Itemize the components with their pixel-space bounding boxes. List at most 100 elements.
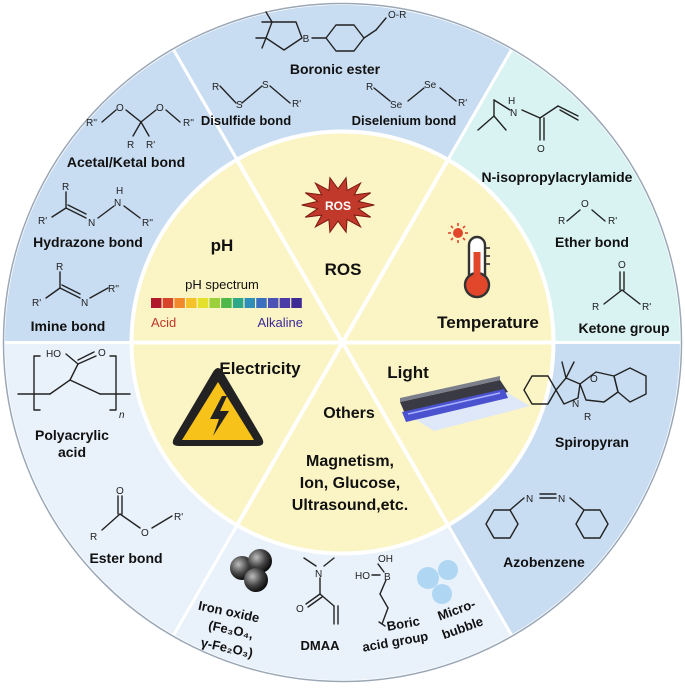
thermometer-icon [448, 223, 491, 299]
polyacrylic-n: n [119, 410, 125, 421]
selenium-atom-2: Se [424, 80, 437, 91]
electricity-section: Electricity [172, 359, 301, 446]
light-section: Light [387, 363, 530, 431]
ph-swatch-1 [151, 298, 162, 308]
azobenzene-label: Azobenzene [503, 554, 585, 570]
others-section: Others Magnetism, Ion, Glucose, Ultrasou… [292, 405, 408, 514]
hydrazone-bond: R H R' N N R'' Hydrazone bond [33, 182, 153, 250]
ester-r: R [90, 532, 97, 543]
azobenzene: N N Azobenzene [485, 493, 609, 570]
ph-swatch-9 [244, 298, 256, 308]
inner-divider-4 [340, 341, 450, 527]
imine-r-prime: R' [32, 298, 41, 309]
hydrazone-n-1: N [88, 218, 95, 229]
ph-swatch-5 [197, 298, 209, 308]
uv-lamp-icon [400, 376, 530, 431]
sulfur-atom-2: S [262, 80, 269, 91]
ether-r: R [558, 216, 565, 227]
bubble-icon [417, 560, 458, 604]
boric-label-1: Boric [386, 613, 421, 634]
acetal-r-prime: R' [146, 140, 155, 151]
ketone-label: Ketone group [579, 320, 670, 336]
boric-ho: HO [355, 571, 370, 582]
dmaa-o: O [296, 604, 304, 615]
diselenium-r: R [366, 82, 373, 93]
others-item-3: Ultrasound,etc. [292, 497, 408, 514]
ester-o-carbonyl: O [116, 486, 124, 497]
boric-oh: OH [378, 554, 393, 565]
ph-swatch-7 [221, 298, 232, 308]
azo-n-2: N [558, 494, 565, 505]
ph-title: pH [211, 236, 234, 255]
ketone-r: R [592, 302, 599, 313]
boric-b: B [384, 572, 391, 583]
ph-section: pH pH spectrum Acid Alkaline [151, 236, 303, 330]
ph-swatch-11 [267, 298, 279, 308]
ros-burst-text: ROS [325, 199, 351, 213]
polyacrylic-acid: HO O n Polyacrylic acid [17, 348, 131, 460]
hydrazone-h: H [116, 186, 123, 197]
imine-bond: R R' N R'' Imine bond [31, 262, 119, 334]
alkaline-label: Alkaline [257, 315, 303, 330]
hydrazone-r-dprime: R'' [142, 218, 153, 229]
hydrazone-n-2: N [114, 198, 121, 209]
diselenium-r-prime: R' [458, 98, 467, 109]
ester-o: O [141, 528, 149, 539]
ether-label: Ether bond [555, 234, 629, 250]
imine-label: Imine bond [31, 318, 106, 334]
nipam-label: N-isopropylacrylamide [482, 169, 633, 185]
explosion-icon [301, 176, 375, 234]
acetal-label: Acetal/Ketal bond [67, 154, 185, 170]
acetal-oxygen-1: O [116, 103, 124, 114]
light-title: Light [387, 363, 429, 382]
disulfide-r: R [212, 82, 219, 93]
nipam-h: H [508, 96, 515, 107]
acid-label: Acid [151, 315, 176, 330]
boron-atom: B [303, 34, 310, 45]
inner-divider-2 [340, 158, 450, 344]
ph-swatch-3 [174, 298, 185, 308]
inner-divider-1 [235, 158, 345, 344]
hydrazone-label: Hydrazone bond [33, 234, 143, 250]
dmaa-label: DMAA [301, 638, 341, 653]
others-title: Others [323, 405, 375, 422]
dmaa: N O DMAA [296, 557, 341, 653]
nipam-n: N [510, 108, 517, 119]
diselenium-label: Diselenium bond [352, 113, 457, 128]
ros-section: ROS ROS [301, 176, 375, 279]
inner-divider-5 [235, 341, 345, 527]
acetal-r-dprime-left: R'' [86, 118, 97, 129]
temperature-section: Temperature [437, 223, 539, 332]
acetal-r: R [127, 140, 134, 151]
temperature-title: Temperature [437, 313, 539, 332]
imine-r: R [56, 262, 63, 273]
acetal-ketal-bond: R'' O O R'' R R' Acetal/Ketal bond [67, 103, 194, 170]
ketone-r-prime: R' [642, 302, 651, 313]
sun-icon [448, 223, 468, 243]
spiropyran-o: O [590, 374, 598, 385]
n-isopropylacrylamide: H N O N-isopropylacrylamide [477, 96, 633, 185]
ester-bond: O R O R' Ester bond [89, 486, 183, 566]
ether-o: O [581, 199, 589, 210]
boronic-ester-label: Boronic ester [290, 61, 381, 77]
ester-label: Ester bond [89, 550, 162, 566]
ph-swatch-6 [209, 298, 220, 308]
ph-spectrum-label: pH spectrum [185, 277, 259, 292]
nipam-o: O [537, 144, 545, 155]
ph-swatch-12 [279, 298, 291, 308]
ph-spectrum-bar [151, 298, 302, 308]
inner-dividers [131, 158, 554, 527]
ketone-o: O [618, 260, 626, 271]
acetal-oxygen-2: O [156, 103, 164, 114]
ether-bond: R O R' Ether bond [555, 199, 629, 250]
ros-title: ROS [325, 260, 362, 279]
diselenium-bond: R Se Se R' Diselenium bond [352, 80, 468, 128]
polyacrylic-o: O [98, 348, 106, 359]
nanoparticle-icon [230, 549, 272, 592]
ph-swatch-2 [162, 298, 174, 308]
polyacrylic-label-2: acid [58, 444, 86, 460]
boronic-ester-structure [255, 11, 387, 52]
ph-swatch-4 [186, 298, 197, 308]
hydrazone-r-prime: R' [38, 216, 47, 227]
